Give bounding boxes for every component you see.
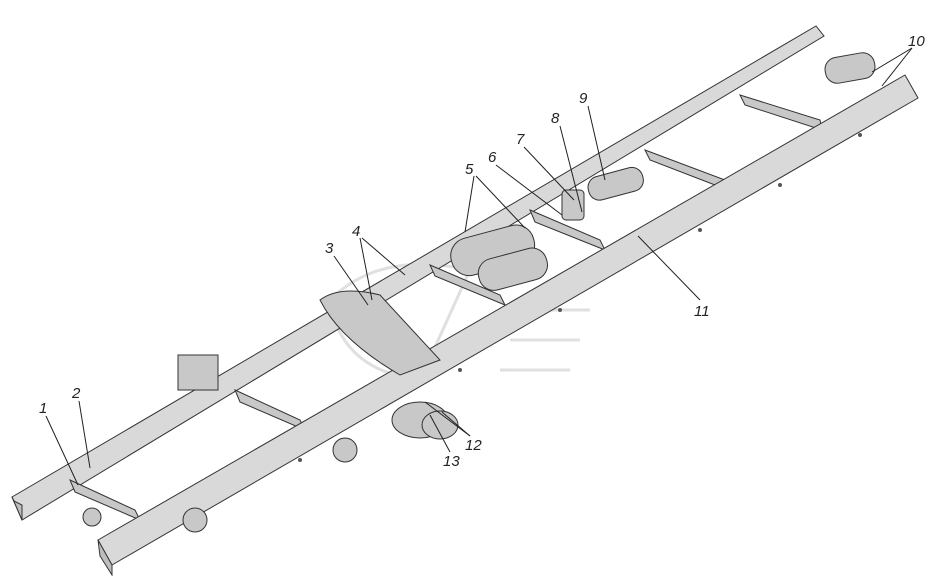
callout-4: 4 [352,223,360,240]
leader-lines [45,47,913,486]
callout-7: 7 [516,131,525,148]
right-frame-rail [97,74,919,576]
frame-holes [298,133,862,462]
air-receivers [450,52,876,291]
crossmembers [69,94,823,522]
callout-3: 3 [325,240,334,257]
callout-6: 6 [488,149,497,166]
callout-8: 8 [551,110,560,127]
callout-labels: 1 2 3 4 5 6 7 8 9 10 11 12 13 [39,33,925,470]
callout-13: 13 [443,453,460,470]
callout-1: 1 [39,400,47,417]
callout-2: 2 [71,385,81,402]
callout-10: 10 [908,33,925,50]
callout-9: 9 [579,90,588,107]
callout-5: 5 [465,161,474,178]
callout-12: 12 [465,437,482,454]
callout-11: 11 [694,303,710,320]
left-frame-rail [11,25,825,521]
